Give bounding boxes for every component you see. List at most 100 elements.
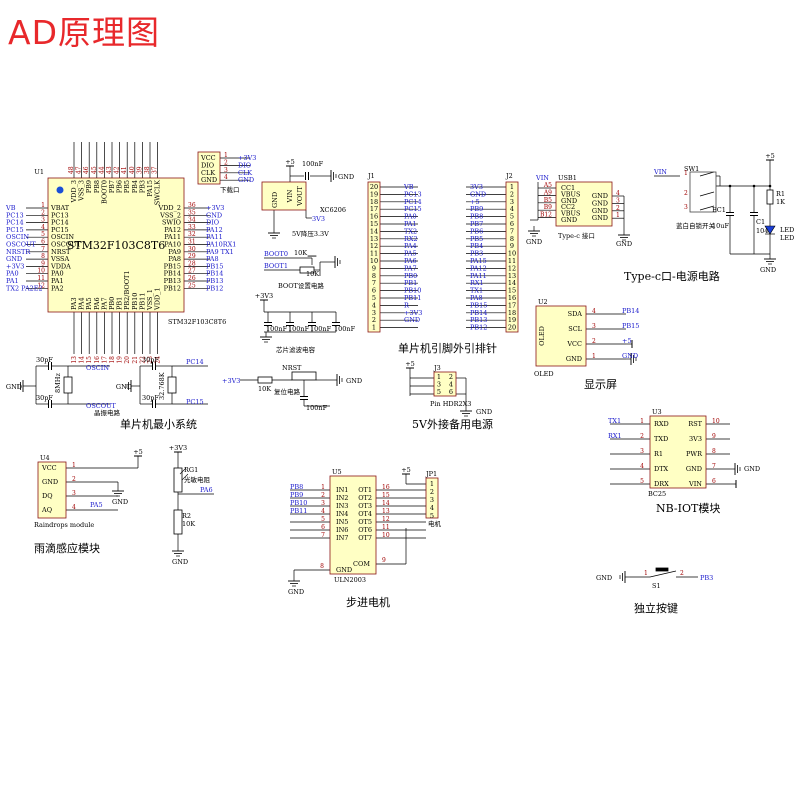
mcu-left-num: 5 — [41, 231, 45, 238]
mcu-left-pin: OSCIN — [51, 233, 74, 241]
j1-pin-num: 9 — [372, 264, 376, 272]
motor-num: 4 — [430, 504, 434, 512]
mcu-left-pin: PA0 — [51, 270, 64, 278]
mcu-top-num: 37 — [152, 166, 159, 174]
nbiot-left-num: 1 — [640, 418, 644, 425]
download-pin: CLK — [201, 169, 215, 177]
wire — [699, 205, 715, 211]
mcu-left-net: PC14 — [6, 219, 24, 227]
nbiot-gnd-label: GND — [744, 465, 760, 473]
reset-r-label: 10K — [258, 385, 271, 393]
crystal-pc15: PC15 — [186, 398, 204, 406]
uln-ground — [288, 576, 300, 587]
mcu-top-pin: PB5 — [123, 180, 131, 193]
caption-key: 独立按键 — [634, 601, 678, 615]
nbiot-part: BC25 — [648, 490, 666, 498]
j3-part: Pin HDR2X3 — [430, 400, 471, 408]
uln-out-pin: OT1 — [358, 486, 372, 494]
uln-out-num: 13 — [382, 508, 390, 515]
rain-pin: GND — [42, 478, 58, 486]
j2-net: PB12 — [470, 324, 487, 332]
download-num: 3 — [224, 167, 228, 174]
rain-power — [134, 455, 142, 462]
uln2003-driver — [329, 475, 377, 575]
reset-ref: NRST — [282, 364, 302, 372]
mcu-bottom-num: 19 — [117, 356, 124, 364]
j1-net: VB — [403, 183, 414, 191]
oled-num: 4 — [592, 308, 596, 315]
sw-pin-num: 2 — [684, 190, 688, 197]
typec-left-num: B5 — [544, 197, 552, 204]
crystal-gnd-label: GND — [6, 383, 22, 391]
crystal-8mhz-label: 8MHz — [54, 373, 62, 393]
j2-net: PA11 — [470, 272, 487, 280]
oled-num: 3 — [592, 323, 596, 330]
filter-cap-label: 100nF — [310, 325, 332, 333]
ldr-power — [174, 451, 182, 458]
caption-rain: 雨滴感应模块 — [34, 541, 100, 555]
mcu-bottom-num: 20 — [124, 356, 131, 364]
j2-pin-num: 9 — [510, 242, 514, 250]
j2-net: PA15 — [470, 257, 487, 265]
ldo-part: XC6206 — [320, 206, 346, 214]
j2-net: 3V3 — [470, 183, 483, 191]
j1-pin-num: 7 — [372, 279, 376, 287]
mcu-right-net: PB14 — [206, 270, 223, 278]
mcu-left-pin: PA2 — [51, 284, 64, 292]
filter-cap — [332, 322, 340, 326]
uln-in-num: 5 — [321, 516, 325, 523]
uln-out-num: 15 — [382, 492, 390, 499]
mcu-left-net: PA1 — [6, 277, 19, 285]
crystal-32k — [167, 376, 177, 394]
mcu-right-num: 25 — [188, 282, 196, 289]
rain-pin: VCC — [41, 464, 57, 472]
typec-left-ground — [528, 226, 540, 237]
typec-left-num: A5 — [543, 182, 552, 189]
typec-left-pin: GND — [561, 216, 577, 224]
light-arrow-icon — [179, 467, 189, 481]
mcu-right-num: 34 — [188, 217, 196, 224]
uln-in-num: 6 — [321, 524, 325, 531]
mcu-right-num: 35 — [188, 209, 196, 216]
uln-in-num: 2 — [321, 492, 325, 499]
j1-pin-num: 1 — [372, 324, 376, 332]
j1-net: TX2 — [404, 227, 417, 235]
download-pin: DIO — [201, 161, 214, 169]
typec-left-gnd-label: GND — [526, 238, 542, 246]
crystal-cap-label-2: 30pF — [36, 394, 53, 402]
j2-pin-num: 20 — [508, 324, 516, 332]
mcu-bottom-pin: PA4 — [78, 297, 86, 310]
ldr-r2-val: 10K — [182, 520, 195, 528]
j1-pin-num: 5 — [372, 294, 376, 302]
caption-stepper: 步进电机 — [346, 595, 390, 609]
mcu-right-pin: PB15 — [164, 262, 181, 270]
mcu-right-net: DIO — [206, 219, 219, 227]
j2-pin-num: 2 — [510, 190, 514, 198]
ldr-r2 — [173, 509, 183, 535]
ldo-cap-ground — [326, 170, 337, 182]
crystal-oscin: OSCIN — [86, 364, 109, 372]
ldr-name: 光敏电阻 — [184, 475, 211, 484]
caption-download: 下载口 — [220, 185, 240, 194]
mcu-left-pin: VBAT — [50, 204, 70, 212]
mcu-right-net: PB13 — [206, 277, 223, 285]
uln-out-num: 11 — [382, 524, 390, 531]
j2-pin-num: 11 — [508, 257, 516, 265]
rain-power-label: +5 — [133, 448, 143, 456]
nbiot-right-num: 8 — [712, 448, 716, 455]
key-cap — [655, 567, 669, 572]
download-connector — [197, 151, 221, 185]
motor-ref: JP1 — [425, 470, 437, 478]
ldo-regulator — [261, 181, 307, 211]
oled-num: 1 — [592, 353, 596, 360]
mcu-right-pin: PA12 — [164, 226, 181, 234]
j1-pin-num: 16 — [370, 213, 378, 221]
typec-part: Type-c 接口 — [558, 231, 595, 240]
filter-ground — [260, 332, 272, 343]
motor-num: 2 — [430, 488, 434, 496]
typec-right-pin: GND — [592, 199, 608, 207]
nbiot-right-pin: VIN — [688, 480, 702, 488]
uln-in-num: 3 — [321, 500, 325, 507]
mcu-top-pin: PB6 — [116, 180, 124, 193]
j3-num: 3 — [437, 381, 441, 389]
